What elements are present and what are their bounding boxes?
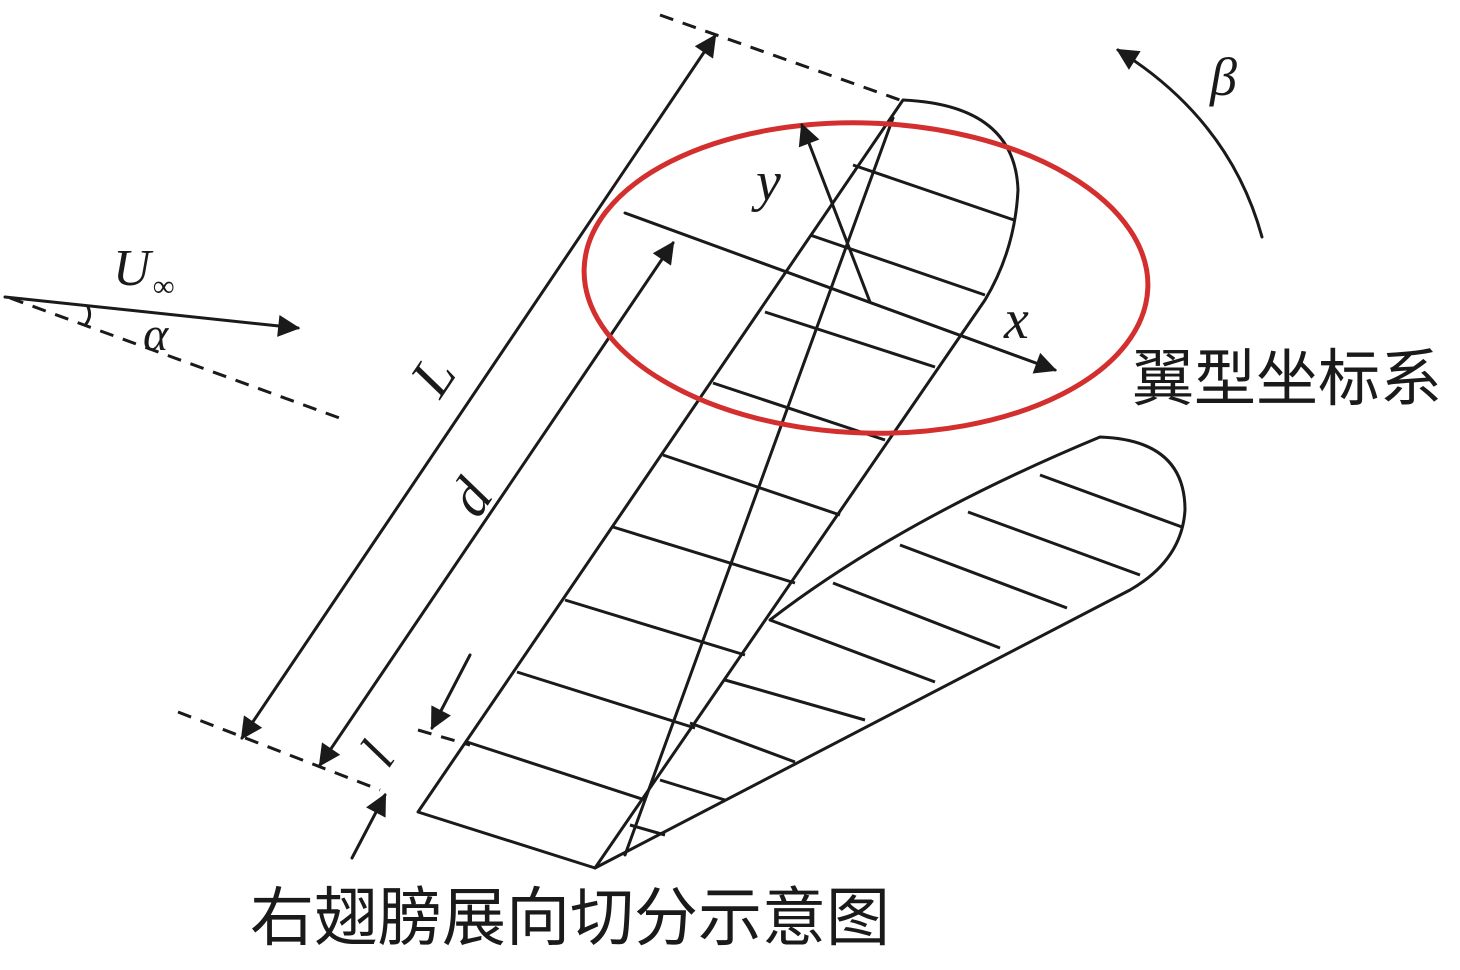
strip-line [809,233,986,297]
freestream-group: U ∞ α [3,240,346,422]
freestream-subscript: ∞ [153,270,174,303]
strip-line [1039,473,1183,529]
tip-dashed-line [659,13,901,102]
angle-of-attack-arc [84,305,92,326]
strip-line [466,740,646,802]
y-axis-label: y [751,151,781,213]
section-distance-label: d [435,466,506,527]
rotation-angle-label: β [1209,47,1237,107]
strip-line [852,163,1015,222]
strip-line [899,543,1068,610]
strip-line [564,598,746,657]
dimensions-group: L d l [177,13,901,860]
strip-line [689,721,796,764]
strip-line [516,670,696,730]
rear-wing-strip-lines [629,473,1183,837]
root-dashed-line-upper [177,710,381,792]
rotation-group: β [1116,47,1264,239]
rotation-arrow [1116,48,1264,239]
strip-width-arrow-bottom [350,793,387,860]
freestream-velocity-label: U [113,240,154,297]
strip-line [967,510,1141,577]
rear-wing-outline [593,435,1187,870]
strip-line [724,678,866,722]
section-distance-dimension [318,241,675,767]
strip-line [629,823,666,837]
section-reference-line [623,211,1058,374]
main-wing [416,98,1020,870]
strip-width-arrow-top [430,653,472,730]
airfoil-coordinate-system: x y 翼型坐标系 [581,120,1442,436]
span-length-dimension [240,34,717,740]
y-axis-arrow [798,122,872,304]
angle-of-attack-label: α [143,308,169,361]
strip-line [764,310,936,369]
strip-line [832,581,1001,650]
diagram-caption: 右翅膀展向切分示意图 [250,882,890,956]
highlight-ellipse [581,120,1151,436]
strip-line [769,618,936,684]
rear-wing [593,435,1187,870]
strip-line [659,778,726,802]
strip-line [662,453,841,517]
main-wing-outline [416,98,1020,870]
airfoil-coordinate-system-label: 翼型坐标系 [1132,342,1442,415]
x-axis-label: x [1003,289,1029,351]
strip-width-label: l [348,731,406,777]
main-wing-strip-lines [466,163,1015,802]
strip-line [612,525,796,585]
root-dashed-line-lower [417,728,471,747]
span-length-label: L [396,344,468,408]
